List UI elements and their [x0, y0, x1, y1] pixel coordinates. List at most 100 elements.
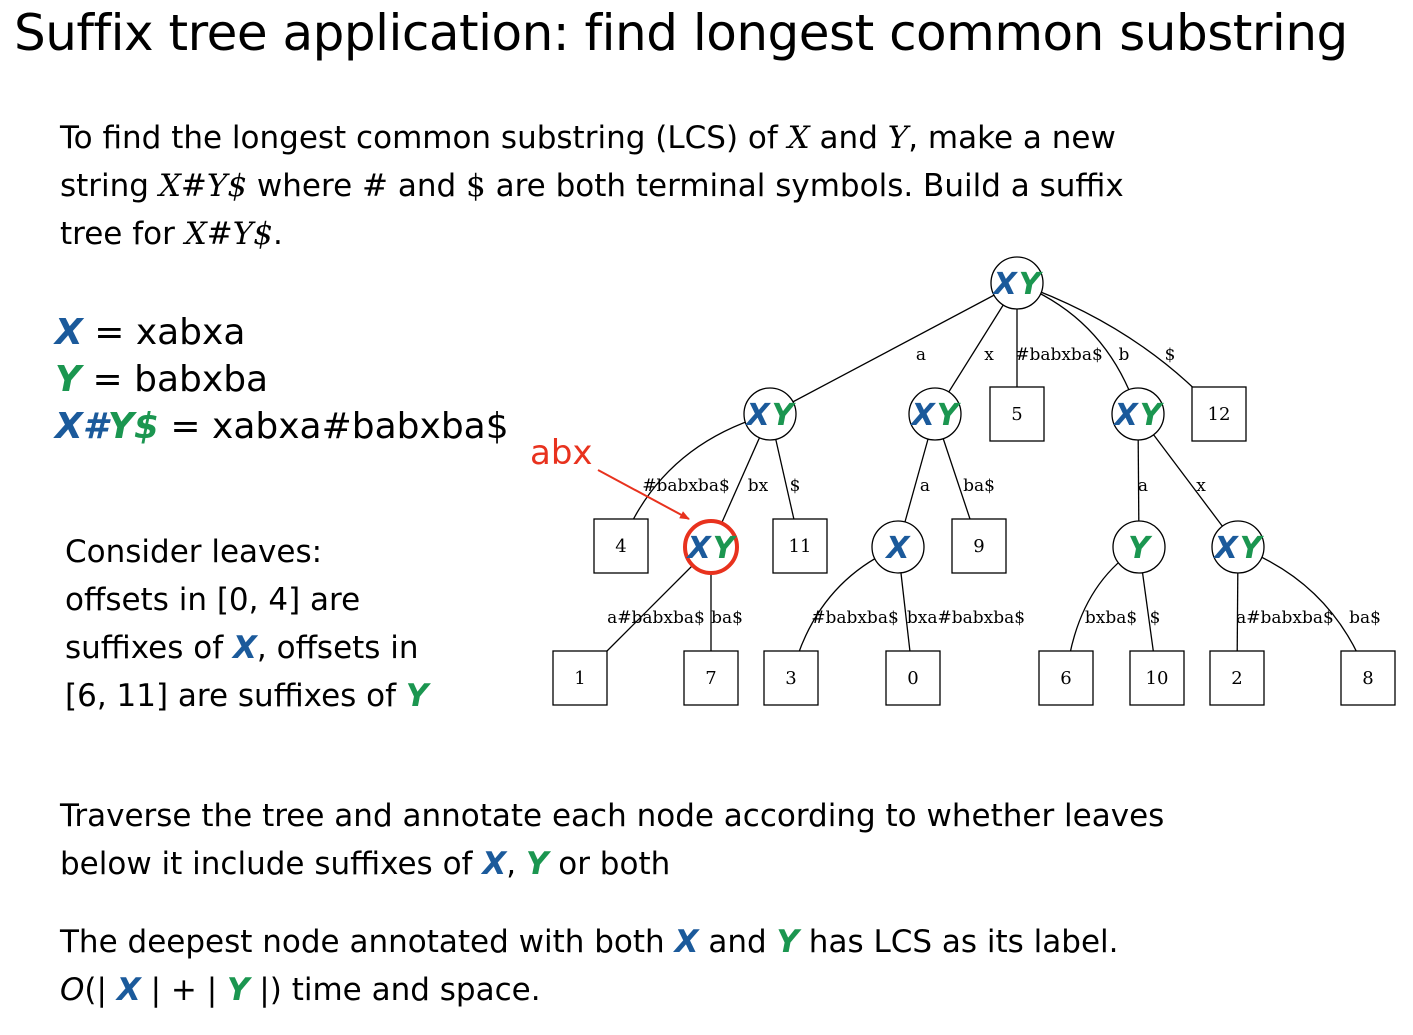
- def-xy-x: X: [55, 406, 83, 447]
- intro-text: tree for: [60, 216, 185, 252]
- edge-label: a: [920, 476, 930, 496]
- edge-label: $: [1150, 608, 1161, 628]
- math-dollar: $: [466, 168, 486, 204]
- leaf-box: [989, 386, 1045, 442]
- intro-text: are both terminal symbols. Build a suffi…: [485, 168, 1124, 204]
- leaves-line: offsets in [0, 4] are: [65, 582, 361, 618]
- annotation-x: X: [686, 531, 713, 566]
- annotation-x: X: [1213, 531, 1240, 566]
- def-x-value: = xabxa: [82, 312, 246, 353]
- leaves-paragraph: Consider leaves: offsets in [0, 4] are s…: [65, 528, 428, 720]
- tree-edge: [1137, 413, 1239, 548]
- math-xhy: X#Y$: [184, 216, 273, 252]
- leaf-box: [772, 518, 828, 574]
- edge-label: a#babxba$: [1236, 608, 1334, 628]
- edge-label: b: [1119, 345, 1130, 365]
- deepest-line: |) time and space.: [249, 972, 541, 1008]
- math-hash: #: [362, 168, 388, 204]
- leaf-offset: 0: [907, 668, 918, 689]
- leaf-offset: 8: [1362, 668, 1373, 689]
- intro-text: string: [60, 168, 159, 204]
- edge-label: #babxba$: [642, 476, 730, 496]
- string-definitions: X = xabxa Y = babxba X#Y$ = xabxa#babxba…: [55, 309, 509, 450]
- annotation-y: Y: [1019, 267, 1044, 302]
- deepest-line: (|: [84, 972, 117, 1008]
- deepest-line: The deepest node annotated with both: [60, 924, 675, 960]
- var-x: X: [674, 924, 699, 960]
- leaf-box: [1038, 650, 1094, 706]
- big-o: O: [60, 972, 85, 1008]
- var-y: Y: [887, 120, 909, 156]
- def-y-symbol: Y: [55, 359, 82, 400]
- abx-callout: abx: [530, 433, 690, 520]
- def-xy-value: = xabxa#babxba$: [158, 406, 509, 447]
- leaf-offset: 5: [1011, 404, 1022, 425]
- leaf-offset: 10: [1146, 668, 1169, 689]
- node-annotation: XY: [992, 267, 1044, 302]
- leaf-offset: 4: [615, 536, 626, 557]
- traverse-line: ,: [506, 846, 526, 882]
- node-annotation: XY: [745, 398, 797, 433]
- def-xy-dollar: $: [133, 406, 159, 447]
- annotation-y: Y: [713, 531, 738, 566]
- def-xy-y: Y: [107, 406, 134, 447]
- leaf-box: [683, 650, 739, 706]
- intro-text: To find the longest common substring (LC…: [60, 120, 788, 156]
- node-annotation: XY: [686, 531, 738, 566]
- leaves-line: Consider leaves:: [65, 534, 323, 570]
- traverse-line: Traverse the tree and annotate each node…: [60, 798, 1165, 834]
- edge-label: $: [1165, 345, 1176, 365]
- leaf-box: [1129, 650, 1185, 706]
- var-x: X: [787, 120, 810, 156]
- var-y: Y: [227, 972, 250, 1008]
- annotation-x: X: [745, 398, 772, 433]
- var-y: Y: [525, 846, 549, 882]
- leaf-offset: 6: [1060, 668, 1071, 689]
- annotation-y: Y: [1140, 398, 1165, 433]
- internal-node: [990, 256, 1044, 310]
- intro-paragraph: To find the longest common substring (LC…: [60, 114, 1124, 258]
- edge-label: ba$: [963, 476, 995, 496]
- leaf-offset: 2: [1231, 668, 1242, 689]
- deepest-line: | + |: [140, 972, 227, 1008]
- leaf-box: [593, 518, 649, 574]
- internal-node: [1112, 520, 1166, 574]
- annotation-y: Y: [772, 398, 797, 433]
- deepest-line: and: [698, 924, 777, 960]
- var-y: Y: [405, 678, 429, 714]
- annotation-y: Y: [937, 398, 962, 433]
- leaf-offset: 9: [973, 536, 984, 557]
- leaves-line: , offsets in: [256, 630, 419, 666]
- deepest-line: has LCS as its label.: [798, 924, 1119, 960]
- leaf-offset: 12: [1208, 404, 1231, 425]
- edge-label: #babxba$: [1015, 345, 1103, 365]
- traverse-paragraph: Traverse the tree and annotate each node…: [60, 792, 1164, 888]
- leaf-offset: 11: [789, 536, 812, 557]
- edge-label: bx: [748, 476, 769, 496]
- edge-label: #babxba$: [811, 608, 899, 628]
- annotation-x: X: [884, 531, 911, 566]
- edge-label: $: [790, 476, 801, 496]
- intro-text: and: [387, 168, 467, 204]
- intro-text: .: [272, 216, 283, 252]
- node-annotation: XY: [910, 398, 962, 433]
- node-annotation: XY: [1213, 531, 1265, 566]
- leaf-box: [1191, 386, 1247, 442]
- leaves-line: suffixes of: [65, 630, 233, 666]
- def-y-value: = babxba: [81, 359, 269, 400]
- internal-node: [1111, 387, 1165, 441]
- leaf-offset: 7: [705, 668, 716, 689]
- edge-label: x: [984, 345, 994, 365]
- callout-label: abx: [530, 433, 593, 473]
- internal-node: [908, 387, 962, 441]
- internal-node: [1211, 520, 1265, 574]
- internal-node: [871, 520, 925, 574]
- traverse-line: or both: [548, 846, 671, 882]
- leaf-box: [1209, 650, 1265, 706]
- var-x: X: [482, 846, 507, 882]
- annotation-y: Y: [1240, 531, 1265, 566]
- math-xhy: X#Y$: [158, 168, 248, 204]
- edge-label: a#babxba$: [607, 608, 705, 628]
